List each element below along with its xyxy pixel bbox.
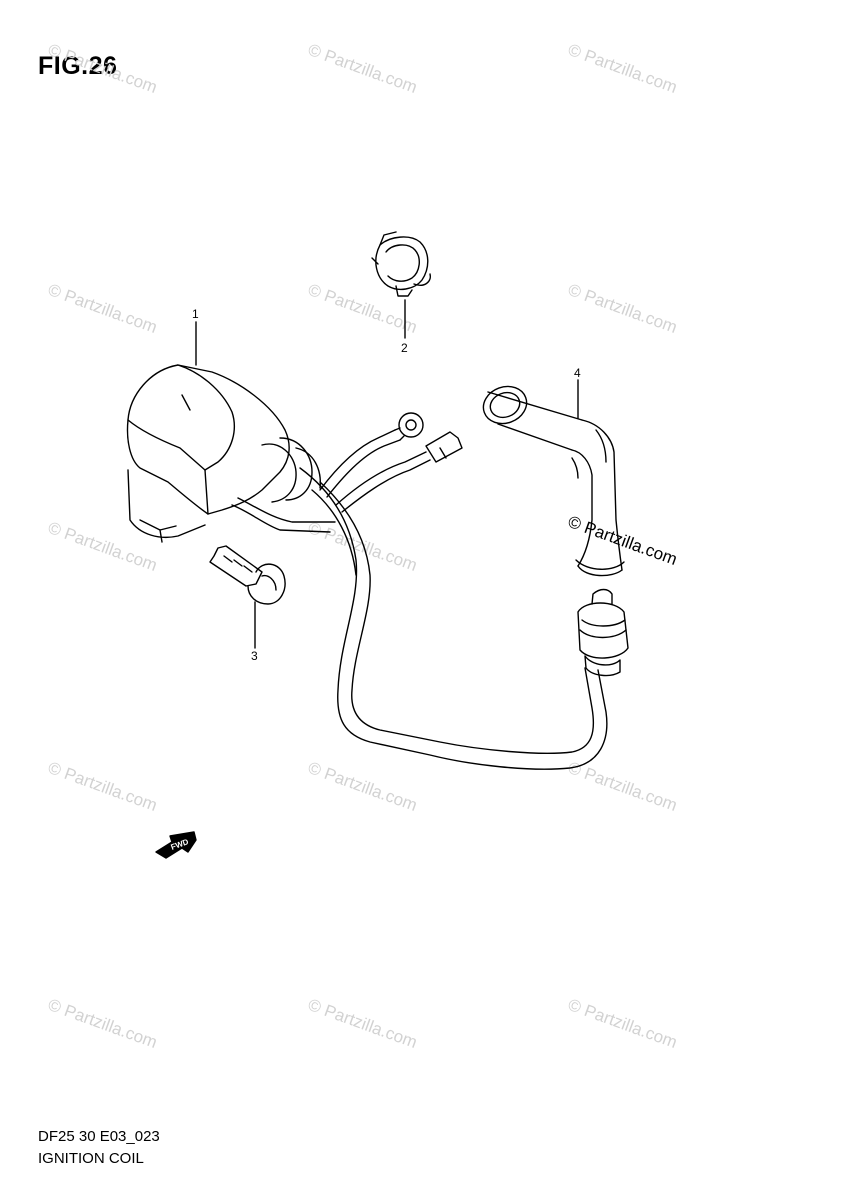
bullet-wire [335, 431, 463, 513]
callout-2: 2 [401, 341, 408, 355]
callout-3: 3 [251, 649, 258, 663]
figure-code: DF25 30 E03_023 [38, 1128, 160, 1145]
figure-title: FIG.26 [38, 52, 118, 80]
ground-wire [319, 412, 424, 498]
callout-1: 1 [192, 307, 199, 321]
cord-terminal [577, 588, 629, 677]
ignition-coil [126, 364, 336, 543]
figure-name: IGNITION COIL [38, 1150, 144, 1167]
plug-cap [482, 385, 625, 577]
high-tension-cord [299, 467, 608, 770]
callout-4: 4 [574, 366, 581, 380]
fwd-arrow [155, 831, 197, 859]
bolt [209, 545, 286, 605]
clamp [371, 231, 431, 297]
